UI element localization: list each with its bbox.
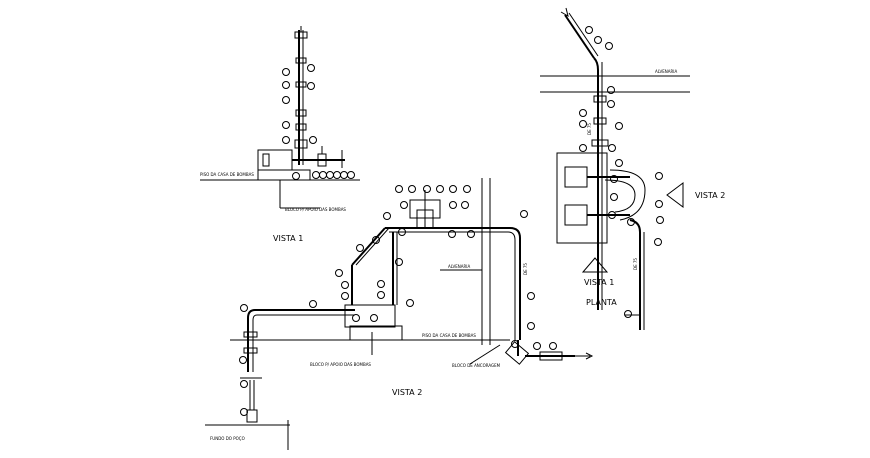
- vista-2-callouts: [239, 185, 557, 416]
- pump-2-plan: [564, 204, 588, 226]
- pipe-size-v2: DE 75: [523, 263, 528, 275]
- vista-2-elevation: [205, 178, 594, 450]
- vista-1-label: VISTA 1: [273, 234, 303, 243]
- note-alvenaria-plan: ALVENARIA: [655, 69, 677, 74]
- note-fundo-poco: FUNDO DO POÇO: [210, 436, 245, 441]
- note-piso-casa-v2: PISO DA CASA DE BOMBAS: [422, 333, 476, 338]
- vista-1-elevation: [200, 26, 360, 209]
- pipe-size-plan-b: DE 75: [633, 258, 638, 270]
- pump-room-plan: [556, 152, 608, 244]
- pump-block-v1: [257, 169, 311, 181]
- pipe-size-plan-a: DE 75: [587, 123, 592, 135]
- anchor-block: [504, 341, 530, 365]
- vista-1-callouts: [282, 64, 355, 180]
- vista-2-side-label: VISTA 2: [695, 191, 725, 200]
- pump-v2: [344, 304, 396, 328]
- vista-1-plan-label: VISTA 1: [584, 278, 614, 287]
- vista-2-label: VISTA 2: [392, 388, 422, 397]
- vista-1-marker: [581, 257, 609, 273]
- note-alvenaria-v2: ALVENARIA: [448, 264, 470, 269]
- pump-block-v2: [349, 325, 403, 341]
- vista-2-marker: [666, 182, 684, 208]
- note-bloco-ancoragem: BLOCO DE ANCORAGEM: [452, 363, 501, 368]
- planta-plan-view: [540, 7, 690, 330]
- pump-1-plan: [564, 166, 588, 188]
- note-bloco-bombas-v2: BLOCO P/ APOIO DAS BOMBAS: [310, 362, 371, 367]
- note-piso-casa-v1: PISO DA CASA DE BOMBAS: [200, 172, 254, 177]
- planta-label: PLANTA: [586, 298, 617, 307]
- planta-callouts: [579, 26, 664, 318]
- note-bloco-bombas-v1: BLOCO P/ APOIO DAS BOMBAS: [285, 207, 346, 212]
